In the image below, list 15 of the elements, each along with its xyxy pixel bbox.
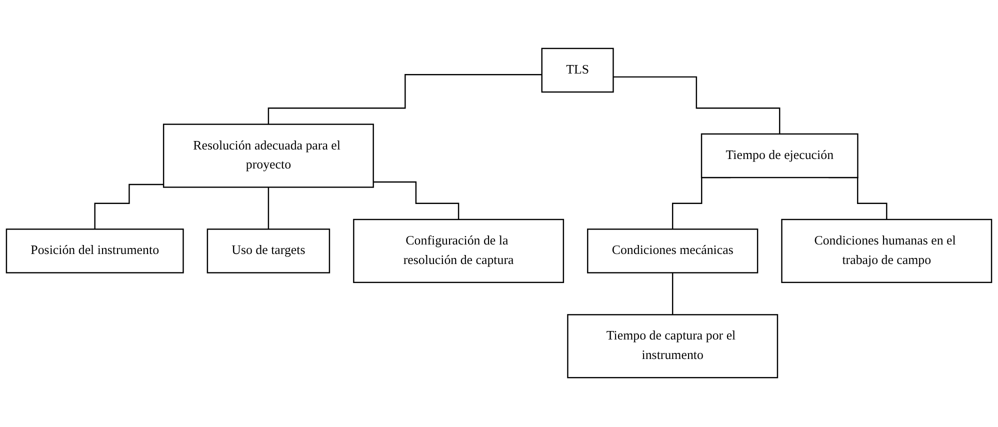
connector bbox=[268, 74, 542, 126]
connector bbox=[613, 76, 780, 136]
node-box: Condiciones mecánicas bbox=[587, 229, 758, 274]
node-box: Tiempo de ejecución bbox=[700, 134, 858, 179]
node-box: Tiempo de captura por el instrumento bbox=[567, 314, 778, 379]
connector bbox=[373, 182, 460, 221]
node-box: Condiciones humanas en el trabajo de campo bbox=[781, 219, 992, 284]
node-box: Resolución adecuada para el proyecto bbox=[162, 124, 374, 188]
connector bbox=[268, 187, 270, 230]
connector bbox=[672, 272, 674, 316]
connector bbox=[94, 184, 164, 230]
node-box: Configuración de la resolución de captura bbox=[353, 219, 564, 284]
node-box: Posición del instrumento bbox=[6, 229, 184, 274]
node-box: TLS bbox=[541, 48, 614, 94]
node-box: Uso de targets bbox=[206, 229, 330, 274]
